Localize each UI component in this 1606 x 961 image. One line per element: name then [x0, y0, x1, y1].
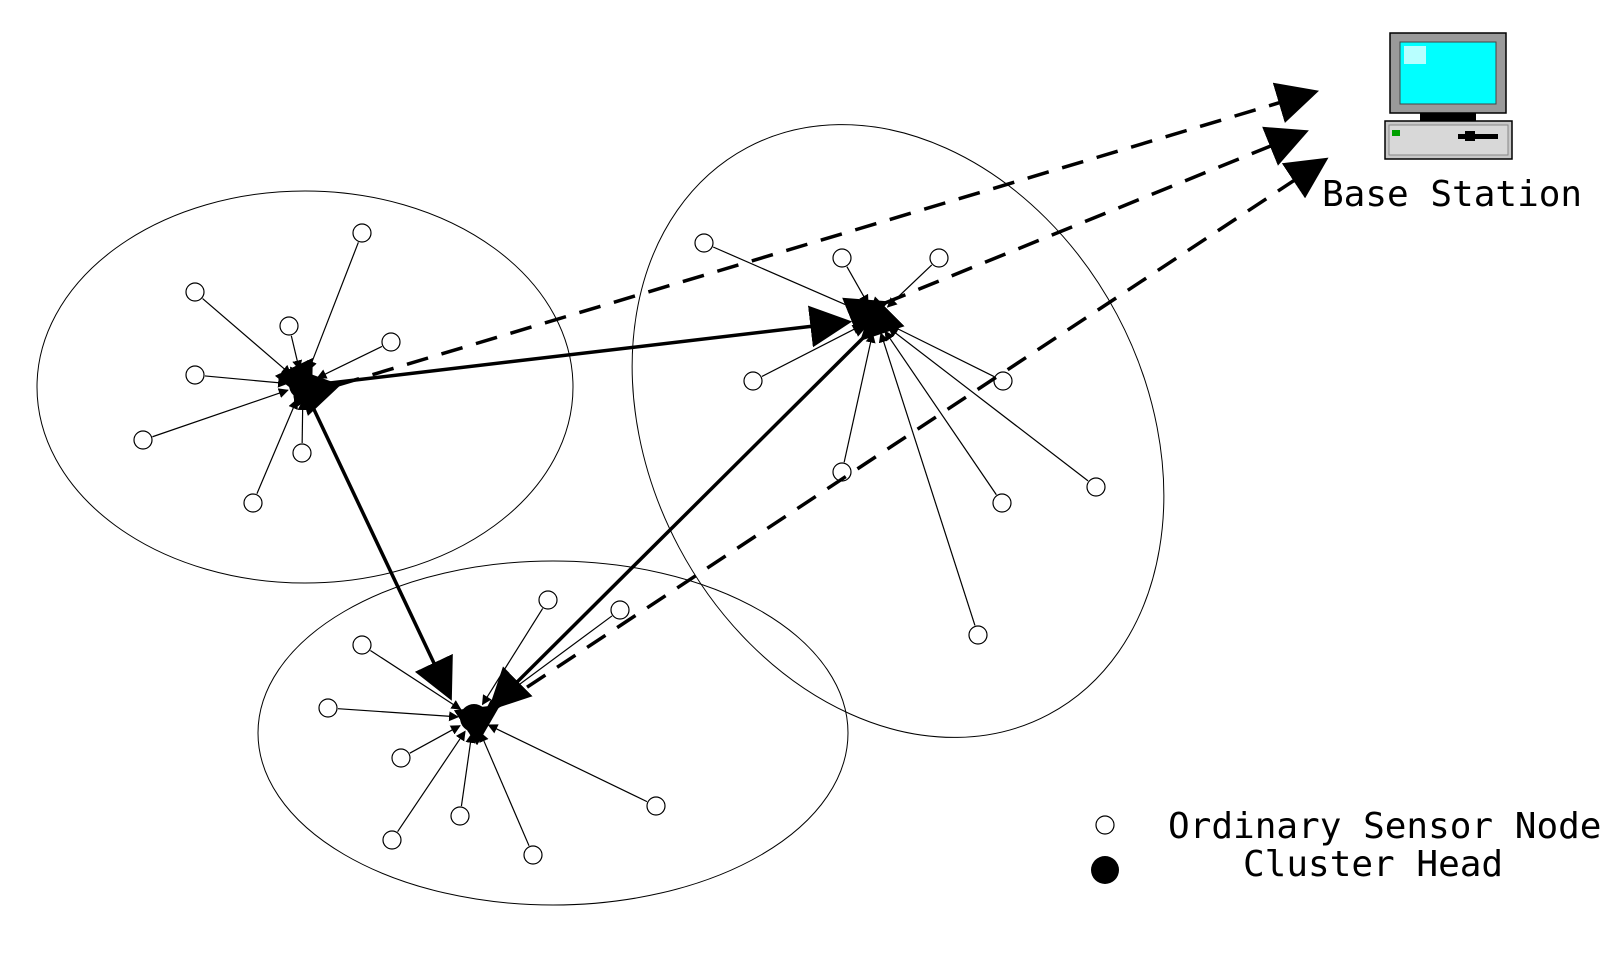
member-link-bottom-5 — [409, 725, 461, 754]
legend-ordinary-node-symbol — [1095, 815, 1115, 835]
cluster-head-right — [862, 304, 890, 332]
member-link-left-6 — [152, 388, 289, 438]
cluster-heads — [289, 304, 890, 732]
ordinary-node-right-2 — [832, 248, 852, 268]
ordinary-nodes — [133, 223, 1106, 865]
ordinary-node-left-4 — [381, 332, 401, 352]
member-link-left-3 — [290, 335, 303, 371]
inter-cluster-links — [274, 296, 905, 711]
ordinary-node-left-6 — [133, 430, 153, 450]
ordinary-node-left-1 — [352, 223, 372, 243]
ordinary-node-left-2 — [185, 282, 205, 302]
ordinary-node-right-4 — [743, 371, 763, 391]
ordinary-node-right-8 — [1086, 477, 1106, 497]
ordinary-node-left-5 — [185, 365, 205, 385]
computer-icon — [1384, 32, 1513, 160]
member-link-left-8 — [297, 399, 308, 444]
base-station-label: Base Station — [1322, 174, 1582, 215]
ordinary-node-bottom-1 — [352, 635, 372, 655]
dashed-link-left — [295, 82, 1320, 416]
link-right-bottom — [488, 296, 905, 711]
monitor-neck — [1420, 113, 1476, 121]
member-link-right-2 — [846, 266, 869, 305]
dashed-link-bottom — [453, 157, 1329, 746]
cluster-head-left — [289, 371, 317, 399]
member-link-bottom-8 — [479, 731, 530, 847]
ordinary-node-bottom-4 — [610, 600, 630, 620]
member-link-bottom-6 — [460, 732, 476, 807]
ordinary-node-right-1 — [694, 233, 714, 253]
ordinary-node-left-3 — [279, 316, 299, 336]
ordinary-node-right-5 — [993, 371, 1013, 391]
drive-slot — [1458, 134, 1498, 139]
legend-ordinary-node-label: Ordinary Sensor Node — [1168, 806, 1601, 847]
member-link-right-4 — [761, 324, 863, 377]
member-link-right-7 — [884, 330, 997, 496]
ordinary-node-bottom-9 — [646, 796, 666, 816]
cluster-boundary-right — [631, 124, 1165, 738]
member-link-right-8 — [887, 327, 1089, 482]
ordinary-node-bottom-8 — [523, 845, 543, 865]
power-led — [1392, 130, 1400, 136]
member-link-left-1 — [307, 242, 359, 372]
ordinary-node-bottom-2 — [318, 698, 338, 718]
member-link-bottom-9 — [487, 724, 648, 803]
base-inner — [1388, 124, 1509, 156]
ordinary-node-right-9 — [968, 625, 988, 645]
screen-glare — [1404, 46, 1426, 64]
member-link-left-7 — [256, 398, 298, 495]
cluster-boundary-bottom — [257, 560, 849, 906]
ordinary-node-left-8 — [292, 443, 312, 463]
ordinary-node-bottom-3 — [538, 590, 558, 610]
ordinary-node-bottom-6 — [450, 806, 470, 826]
legend-cluster-head-symbol — [1091, 856, 1119, 884]
drive-knob — [1465, 131, 1475, 141]
ordinary-node-left-7 — [243, 493, 263, 513]
member-link-bottom-7 — [397, 730, 466, 833]
member-link-left-5 — [204, 375, 289, 388]
ordinary-node-right-3 — [929, 248, 949, 268]
base-station-links — [295, 82, 1329, 746]
ordinary-node-right-7 — [992, 493, 1012, 513]
member-link-left-2 — [202, 298, 292, 376]
link-left-right — [290, 305, 853, 409]
ordinary-node-bottom-7 — [382, 830, 402, 850]
member-link-right-9 — [878, 332, 976, 626]
ordinary-node-bottom-5 — [391, 748, 411, 768]
member-link-bottom-1 — [370, 649, 462, 710]
link-left-bottom — [274, 357, 453, 701]
member-link-bottom-2 — [337, 708, 460, 722]
legend: Ordinary Sensor Node Cluster Head — [1091, 806, 1601, 885]
legend-cluster-head-label: Cluster Head — [1243, 844, 1503, 885]
cluster-head-bottom — [460, 704, 488, 732]
